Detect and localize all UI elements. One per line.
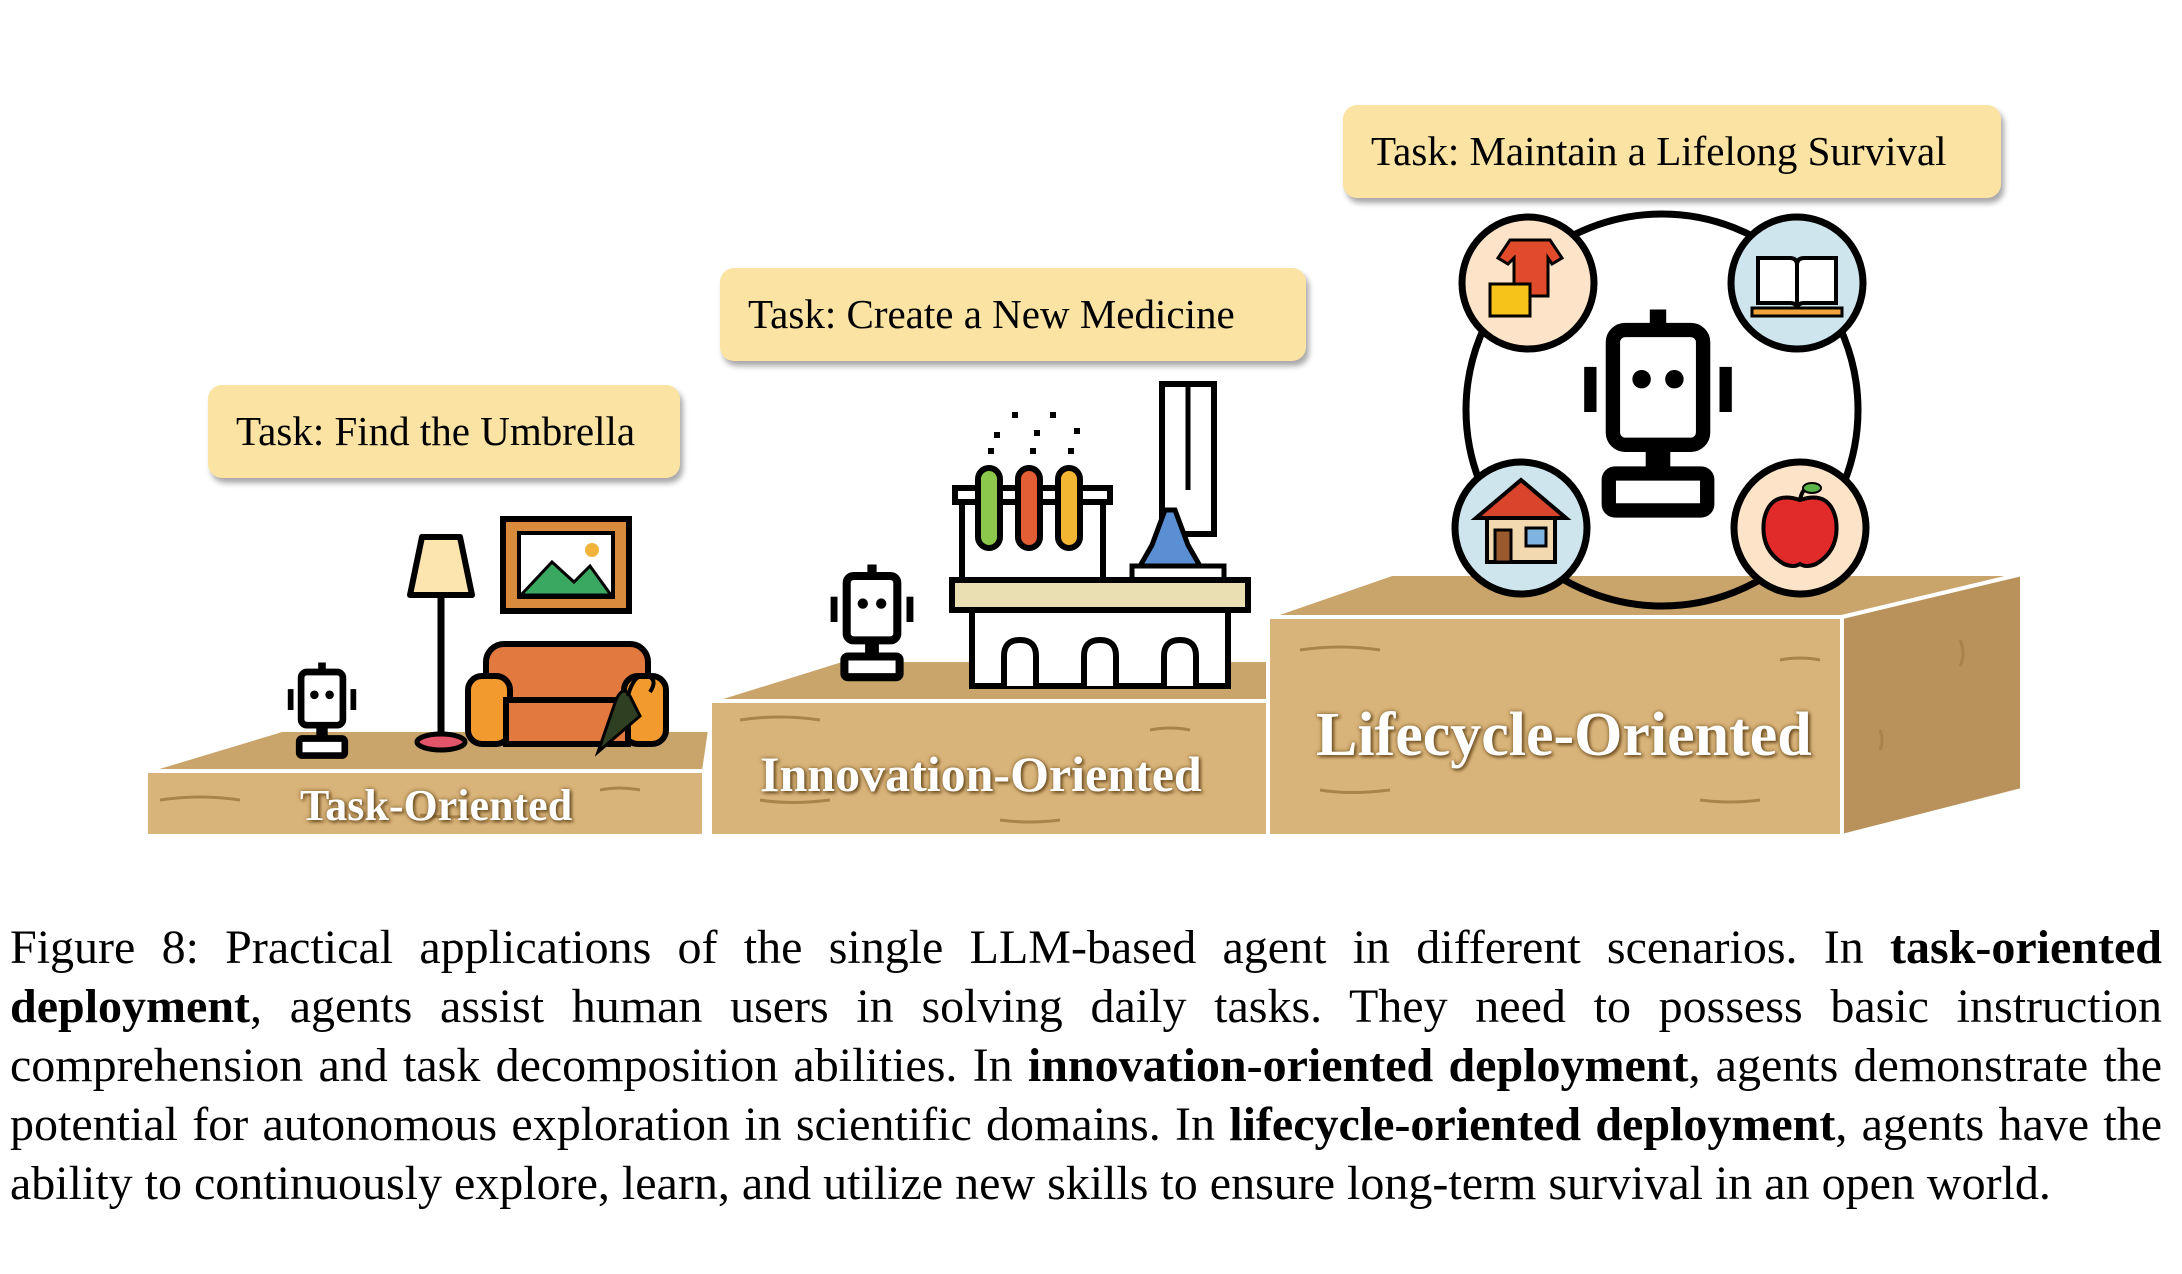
lab-bench-icon <box>952 580 1248 686</box>
step-label-task-oriented: Task-Oriented <box>300 780 572 831</box>
robot-icon <box>288 663 356 756</box>
test-tubes-icon <box>955 412 1110 580</box>
book-icon <box>1731 217 1863 349</box>
caption-text: Figure 8: Practical applications of the … <box>10 921 1890 974</box>
task-box-create-medicine: Task: Create a New Medicine <box>720 268 1306 361</box>
robot-icon <box>831 565 914 678</box>
house-icon <box>1455 462 1587 594</box>
task-box-lifelong-survival: Task: Maintain a Lifelong Survival <box>1343 105 2001 198</box>
caption-bold-term: innovation-oriented deployment <box>1028 1039 1689 1092</box>
robot-icon <box>1584 310 1732 511</box>
caption-bold-term: lifecycle-oriented deployment <box>1229 1098 1835 1151</box>
sofa-icon <box>468 644 666 744</box>
clothes-icon <box>1462 217 1594 349</box>
flask-icon <box>1132 384 1224 580</box>
floor-lamp-icon <box>410 537 472 750</box>
picture-frame-icon <box>503 519 629 611</box>
apple-icon <box>1734 462 1866 594</box>
figure-illustration: Task: Find the Umbrella Task: Create a N… <box>0 0 2182 880</box>
step-label-lifecycle-oriented: Lifecycle-Oriented <box>1316 700 1812 771</box>
figure-caption: Figure 8: Practical applications of the … <box>10 918 2162 1213</box>
task-box-find-umbrella: Task: Find the Umbrella <box>208 385 680 478</box>
step-label-innovation-oriented: Innovation-Oriented <box>760 745 1202 803</box>
